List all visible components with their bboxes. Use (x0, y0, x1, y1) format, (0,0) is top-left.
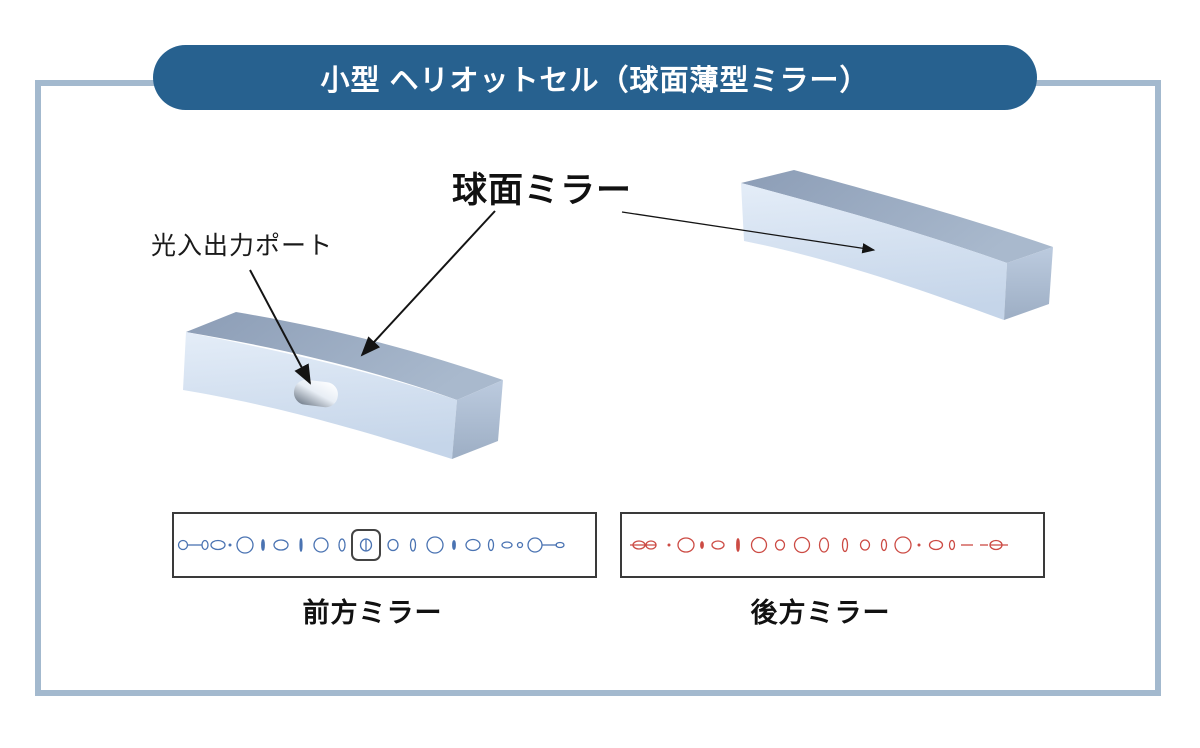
beam-spot (426, 536, 444, 554)
beam-spot (236, 536, 254, 554)
page-title: 小型 ヘリオットセル（球面薄型ミラー） (320, 64, 870, 97)
beam-spot (501, 541, 513, 549)
beam-spot (527, 537, 543, 553)
beam-spot (859, 539, 871, 551)
beam-spot (487, 538, 495, 552)
beam-spot (917, 543, 921, 547)
beam-spot (465, 538, 481, 552)
front-mirror-end-face (452, 380, 503, 459)
front-mirror-top-face (186, 312, 503, 400)
arrow-spherical-rear (621, 211, 876, 254)
io-port-hole (293, 379, 338, 408)
beam-spot (201, 539, 209, 551)
front-mirror-caption: 前方ミラー (302, 598, 443, 628)
beam-spot (894, 536, 912, 554)
beam-spot (387, 538, 399, 552)
rear-mirror-3d (741, 170, 1053, 320)
title-banner: 小型 ヘリオットセル（球面薄型ミラー） (153, 45, 1037, 110)
beam-spot (774, 539, 786, 551)
rear-mirror-spot-pattern (630, 536, 1008, 554)
beam-spot (210, 539, 226, 551)
beam-spot (409, 538, 417, 552)
beam-spot (261, 539, 265, 551)
beam-spot (928, 539, 944, 551)
rear-mirror-top-face (741, 170, 1053, 263)
beam-spot (273, 539, 289, 551)
beam-spot (677, 537, 695, 553)
beam-spot (818, 537, 830, 553)
beam-spot (700, 541, 704, 549)
front-mirror-3d (183, 312, 503, 459)
beam-spot (948, 539, 956, 551)
front-mirror-pattern-box (172, 512, 597, 578)
beam-spot (338, 538, 346, 552)
beam-spot (880, 538, 888, 552)
beam-spot (452, 540, 456, 550)
arrow-spherical-front (360, 210, 496, 357)
io-port-hole-shape (293, 379, 338, 408)
rear-mirror-caption: 後方ミラー (750, 598, 891, 628)
beam-spot (750, 536, 768, 554)
beam-spot (177, 539, 189, 551)
spherical-mirror-label: 球面ミラー (452, 171, 633, 210)
io-port-marker (351, 529, 381, 561)
beam-spot (555, 541, 565, 549)
beam-spot (632, 540, 646, 550)
io-port-marker-box (351, 529, 381, 561)
beam-spot (711, 540, 725, 550)
beam-spot (793, 536, 811, 554)
beam-spot (645, 540, 657, 550)
beam-spot (516, 541, 524, 549)
beam-spot (299, 538, 303, 552)
beam-spot (313, 537, 329, 553)
rear-mirror-end-face (1004, 247, 1053, 320)
beam-spot (841, 537, 849, 553)
beam-spot (736, 538, 740, 552)
beam-spot (228, 543, 232, 547)
front-mirror-spot-pattern (177, 529, 565, 561)
io-port-label: 光入出力ポート (151, 232, 334, 260)
beam-spot (667, 543, 671, 547)
rear-mirror-pattern-box (620, 512, 1045, 578)
arrow-io-port (249, 269, 311, 385)
